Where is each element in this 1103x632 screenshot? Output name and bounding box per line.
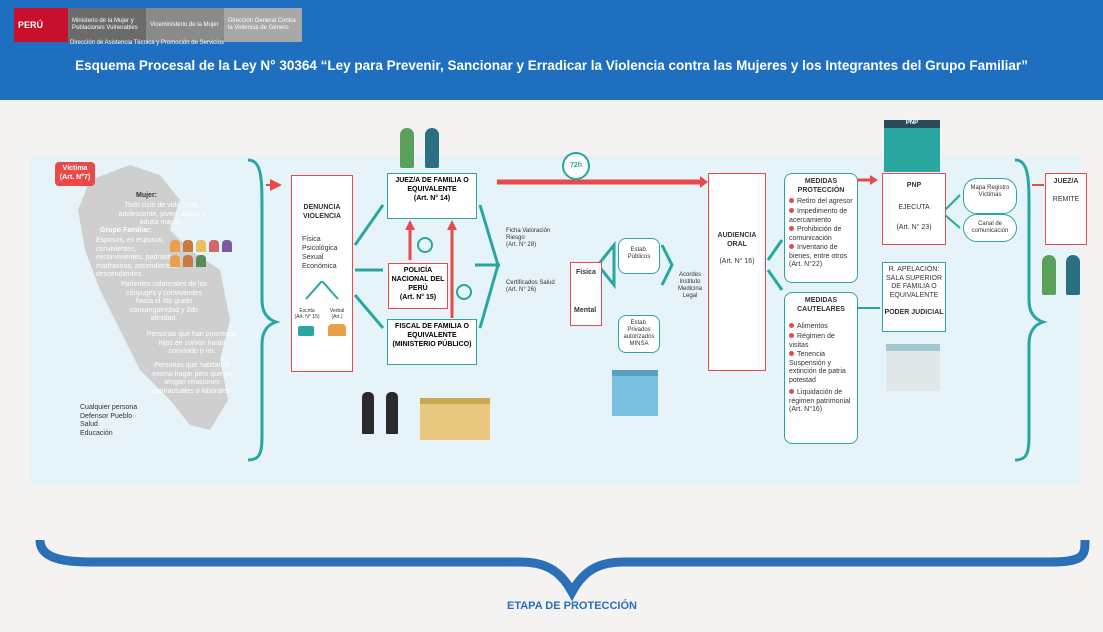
mapa-text: Mapa Registro Víctimas [970,185,1010,198]
list-item: Defensor Pueblo [80,412,133,420]
denuncia-type-fisica: Física [302,236,321,243]
parientes-text: Parientes colaterales de los cónyuges y … [121,281,207,322]
victima-badge: Víctima (Art. N°7) [55,162,95,186]
medidas-proteccion-box: MEDIDAS PROTECCIÓN Retiro del agresor Im… [784,173,858,283]
medidas-cautelares-box: MEDIDAS CAUTELARES Alimentos Régimen de … [784,292,858,444]
left-brace [247,158,281,462]
certificados-text: Certificados Salud (Art. N° 26) [506,280,555,293]
police-station-icon: PNP [884,120,940,172]
courthouse-icon [886,344,940,391]
juez-box: JUEZ/A DE FAMILIA O EQUIVALENTE (Art. N°… [387,173,477,219]
proteccion-item: Prohibición de comunicación [789,226,842,242]
mental-label: Mental [574,307,597,314]
header-subline: Dirección de Asistencia Técnica y Promoc… [70,40,224,46]
policia-box: POLICÍA NACIONAL DEL PERÚ (Art. N° 15) [388,263,448,309]
page-title: Esquema Procesal de la Ley N° 30364 “Ley… [75,58,1028,73]
juez-remite-box: JUEZ/A REMITE [1045,173,1087,245]
proteccion-item: Retiro del agresor [789,198,855,207]
diagram-area: Víctima (Art. N°7) Mujer: Todo ciclo de … [0,100,1103,632]
fisica-label: Física [576,269,596,276]
ministry-logo: Ministerio de la Mujer y Poblaciones Vul… [68,8,146,42]
estab-publicos-box: Estab. Públicos [618,238,660,274]
cautelares-item: Liquidación de régimen patrimonial (Art.… [789,389,851,413]
police-officer-icon [386,392,398,434]
direction-logo: Dirección General Contra la Violencia de… [224,8,302,42]
acordes-text: Acordes Instituto Medicina Legal [677,272,702,299]
grupo-heading: Grupo Familiar: [100,227,153,234]
courthouse-icon [420,398,490,440]
man-icon [425,128,439,168]
document-icon [298,326,314,336]
bottom-brace [35,539,1090,602]
clock-icon [417,237,433,253]
denuncia-title: DENUNCIA VIOLENCIA [302,204,342,220]
canal-box: Canal de comunicación [963,214,1017,242]
pnp-art: (Art. N° 23) [896,224,932,231]
fiscal-box: FISCAL DE FAMILIA O EQUIVALENTE (MINISTE… [387,319,477,365]
audiencia-box: AUDIENCIA ORAL (Art. N° 16) [708,173,766,371]
list-item: Cualquier persona [80,404,138,411]
proteccion-title: MEDIDAS PROTECCIÓN [797,178,845,194]
clock-icon [456,284,472,300]
denuncia-type-economica: Económica [302,263,337,270]
juez-remite-title: JUEZ/A [1053,178,1079,185]
denuncia-type-psicologica: Psicológica [302,245,338,252]
denuncia-type-sexual: Sexual [302,254,324,261]
right-brace [1014,158,1048,462]
pnp-box: PNP EJECUTA (Art. N° 23) [882,173,946,245]
man-icon [1066,255,1080,295]
pnp-title: PNP [906,182,922,189]
audiencia-title: AUDIENCIA ORAL [717,232,757,248]
estab-publicos-text: Estab. Públicos [627,247,651,260]
split-arrows [305,281,339,300]
apelacion-text: R. APELACIÓN: SALA SUPERIOR DE FAMILIA O… [885,266,943,299]
police-station-sign: PNP [905,120,919,126]
connectors [35,158,1090,602]
verbal-label: Verbal (Art.) [329,308,345,320]
mujer-text: Todo ciclo de vida (niña, adolescente, j… [118,202,206,226]
vice-ministry-logo: Viceministerio de la Mujer [146,8,224,42]
police-officer-icon [362,392,374,434]
peru-map-icon [78,165,230,430]
procreado-text: Personas que han procreado hijos en comú… [146,331,238,355]
apelacion-box: R. APELACIÓN: SALA SUPERIOR DE FAMILIA O… [882,262,946,332]
canal-text: Canal de comunicación [971,221,1009,234]
denuncia-box: DENUNCIA VIOLENCIA Física Psicológica Se… [291,175,353,372]
mujer-heading: Mujer: [136,192,157,199]
list-item: Educación [80,429,113,437]
denunciantes-list: Cualquier persona Defensor Pueblo Salud … [80,404,137,438]
estab-privados-box: Estab. Privados autorizados MINSA [618,315,660,353]
family-group-icon [170,240,240,267]
logo-strip: PERÚ Ministerio de la Mujer y Poblacione… [14,8,302,44]
pnp-ejecuta: EJECUTA [898,204,930,211]
escrita-label: Escrita (Art. N° 15) [294,308,320,320]
woman-icon [1042,255,1056,295]
cautelares-item: Régimen de visitas [789,333,835,349]
fisica-mental-box: Física Mental [570,262,602,326]
estab-privados-text: Estab. Privados autorizados MINSA [623,320,655,347]
hospital-icon [612,370,658,416]
header-bar: PERÚ Ministerio de la Mujer y Poblacione… [0,0,1103,100]
habitan-text: Personas que habitan el mismo hogar pero… [152,362,232,395]
proteccion-item: Impedimento de acercamiento [789,208,848,224]
list-item: Salud [80,421,98,428]
proteccion-item: Inventario de bienes, entre otros (Art. … [789,244,847,268]
woman-icon [400,128,414,168]
people-talking-icon [328,324,346,336]
juez-remite-sub: REMITE [1052,196,1080,203]
audiencia-art: (Art. N° 16) [719,258,755,265]
mapa-box: Mapa Registro Víctimas [963,178,1017,214]
ficha-text: Ficha Valoración Riesgo (Art. N° 28) [506,228,551,248]
apelacion-poder: PODER JUDICIAL [884,309,944,316]
grupo-text: Esposos, ex esposos, convivientes, excon… [96,237,181,278]
peru-logo: PERÚ [14,8,68,42]
clock-72h-icon: 72h [562,152,590,180]
cautelares-item: Alimentos [789,323,855,332]
stage-label: ETAPA DE PROTECCIÓN [507,600,637,612]
cautelares-title: MEDIDAS CAUTELARES [797,297,845,313]
cautelares-item: Tenencia Suspensión y extinción de patri… [789,351,846,384]
